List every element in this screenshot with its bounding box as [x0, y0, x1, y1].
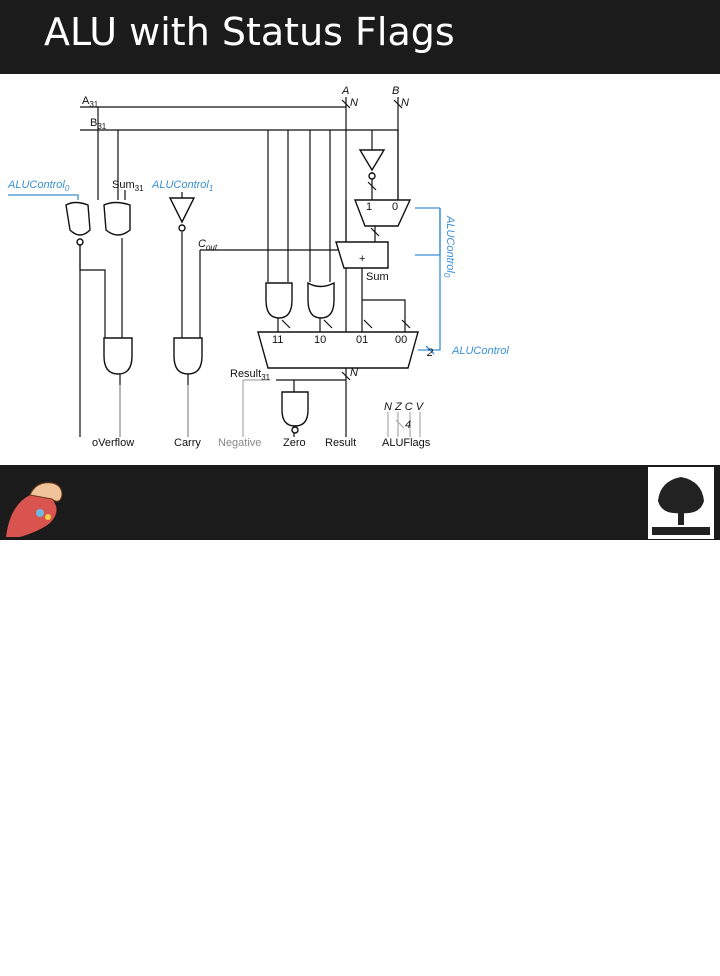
and-carry-gate	[173, 337, 203, 375]
input-a-label: A	[341, 85, 349, 97]
xnor-gate	[65, 201, 91, 236]
mux2-in0-label: 0	[392, 201, 398, 213]
alucontrol0-left-label: ALUControl0	[7, 179, 70, 193]
inverter-gate	[168, 197, 196, 224]
alucontrol-label: ALUControl	[451, 345, 509, 357]
alucontrol0-right-label: ALUControl0	[442, 215, 456, 278]
title-bar: ALU with Status Flags	[0, 0, 720, 74]
alucontrol1-label: ALUControl1	[151, 179, 213, 193]
xor-gate	[103, 201, 131, 236]
footer-citation: Digital Design and Computer Architecture…	[108, 961, 481, 976]
flags-width-label: 4	[405, 419, 411, 431]
result-label: Result	[325, 437, 356, 449]
result-bus-width: N	[350, 367, 358, 379]
elsevier-tree-logo	[648, 467, 714, 539]
overflow-label: oVerflow	[92, 437, 134, 449]
mux4	[257, 331, 419, 369]
illustration-arm-icon	[6, 482, 63, 537]
mux2-in1-label: 1	[366, 201, 372, 213]
sel-width-label: 2	[426, 347, 433, 359]
b31-label: B31	[90, 117, 107, 131]
input-b-label: B	[392, 85, 399, 97]
slide-title: ALU with Status Flags	[44, 10, 455, 54]
mux4-in3-label: 11	[272, 334, 283, 346]
mux4-in0-label: 00	[395, 334, 407, 346]
aluflags-label: ALUFlags	[382, 437, 431, 449]
b-inverter-gate	[358, 149, 386, 172]
and-gate-ab	[265, 282, 293, 319]
adder-plus-label: +	[359, 253, 365, 265]
mux2	[353, 199, 412, 227]
result31-label: Result31	[230, 368, 271, 382]
bus-width-b: N	[401, 97, 409, 109]
footer-chapter: Chapter 5 <31>	[517, 961, 608, 976]
or-gate-ab	[307, 281, 335, 319]
zero-nor-gate	[281, 391, 309, 427]
alu-diagram: A B N N A31 B31 ALUControl0 Sum31 ALUCon…	[7, 85, 509, 449]
footer-bar: Digital Design and Computer Architecture…	[0, 465, 720, 976]
zero-label: Zero	[283, 437, 306, 449]
a31-label: A31	[82, 95, 99, 109]
mux4-in1-label: 01	[356, 334, 368, 346]
adder	[335, 241, 389, 269]
carry-label: Carry	[174, 437, 201, 449]
negative-label: Negative	[218, 437, 261, 449]
bus-width-a: N	[350, 97, 358, 109]
and-overflow-gate	[103, 337, 133, 375]
mux4-in2-label: 10	[314, 334, 326, 346]
cout-label: Cout	[198, 238, 218, 252]
sum-label: Sum	[366, 271, 389, 283]
sum31-label: Sum31	[112, 179, 144, 193]
flags-letters-label: N Z C V	[384, 401, 425, 413]
